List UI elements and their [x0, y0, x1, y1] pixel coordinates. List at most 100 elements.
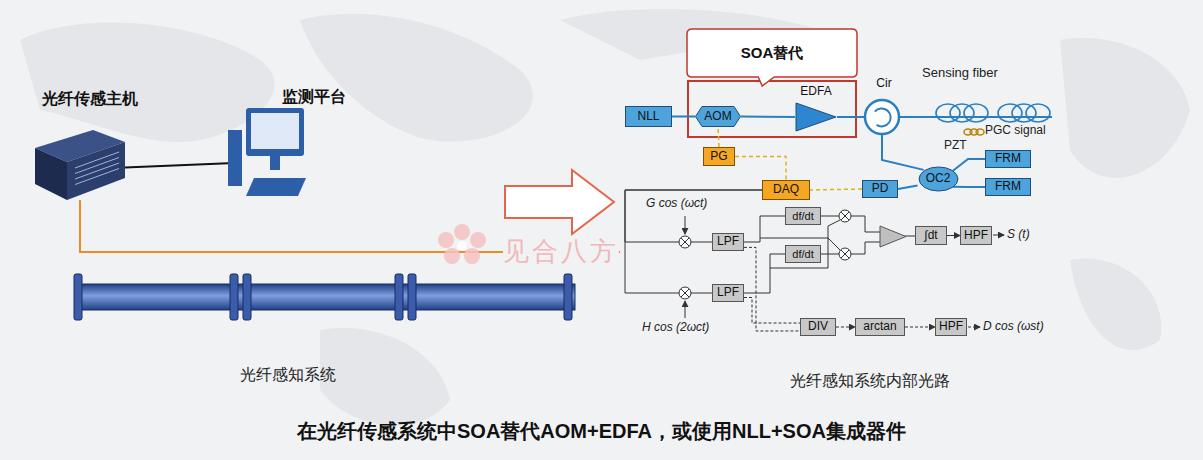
flange — [74, 274, 82, 320]
node-text: ∫dt — [924, 229, 937, 242]
node-text: PG — [710, 150, 727, 163]
logo-dot — [454, 224, 470, 240]
logo-dot — [464, 248, 480, 264]
node-text: DIV — [808, 320, 828, 333]
filter-box: HPF — [935, 318, 967, 336]
signal-label: S (t) — [1007, 228, 1030, 242]
node-text: HPF — [964, 229, 988, 242]
coil — [936, 104, 960, 122]
map-land — [320, 328, 450, 425]
coil — [998, 104, 1022, 122]
node-text: FRM — [995, 152, 1021, 165]
connector — [810, 189, 862, 190]
node-text: FRM — [995, 180, 1021, 193]
wire — [685, 216, 686, 234]
connector — [882, 135, 924, 170]
host-server: 光纤传感主机 — [35, 128, 125, 200]
node-text: df/dt — [792, 210, 813, 222]
sensing-coils — [936, 104, 1050, 122]
mixer-symbol — [839, 248, 851, 260]
filter-box: LPF — [712, 284, 744, 302]
pc-tower — [228, 130, 242, 186]
photodetector: PD — [862, 180, 898, 198]
derivative-box: df/dt — [785, 207, 821, 225]
node-text: AOM — [704, 110, 731, 123]
wire — [851, 242, 880, 254]
monitor — [246, 108, 304, 156]
triangle — [796, 103, 836, 131]
coil — [1026, 104, 1050, 122]
hollow-arrow — [505, 170, 614, 234]
wire — [851, 216, 880, 232]
map-land — [20, 23, 275, 142]
fiber — [900, 116, 1052, 118]
hexagon — [696, 107, 741, 127]
connector — [744, 298, 800, 324]
filter-box: LPF — [712, 233, 744, 251]
monitor-pc-shape — [228, 108, 308, 200]
highlight-rect — [688, 81, 856, 137]
mirror-box: FRM — [985, 150, 1031, 168]
logo-dot — [438, 232, 454, 248]
circulator: Cir — [864, 99, 900, 135]
map-land — [1070, 258, 1161, 350]
logo-dot — [457, 241, 467, 251]
amplifier-triangle: EDFA — [795, 102, 837, 132]
coil — [950, 104, 974, 122]
mixer-symbol — [839, 210, 851, 222]
integrator-box: ∫dt — [915, 226, 947, 245]
flange — [408, 274, 416, 320]
node-text: NLL — [637, 110, 659, 123]
connector — [905, 327, 935, 328]
connector — [836, 327, 855, 328]
pzt-coil — [964, 129, 984, 135]
divider-box: DIV — [800, 318, 836, 336]
callout-box: SOA替代 — [686, 28, 858, 78]
signal-label: G cos (ωct) — [646, 197, 707, 211]
pipe-flanges — [74, 274, 572, 320]
node-text: PD — [872, 182, 889, 195]
flange — [230, 274, 238, 320]
circulator-shape — [864, 99, 900, 135]
section-label: 光纤感知系统内部光路 — [790, 372, 950, 390]
laser-box: NLL — [625, 106, 672, 127]
keyboard — [246, 178, 306, 196]
node-text: OC2 — [926, 172, 951, 185]
coil — [964, 104, 988, 122]
caption: 在光纤传感系统中SOA替代AOM+EDFA，或使用NLL+SOA集成器件 — [0, 420, 1203, 443]
host-server-shape — [35, 128, 125, 200]
wire — [993, 235, 1004, 236]
amplifier-triangle-shape — [795, 102, 837, 132]
node-text: arctan — [863, 320, 896, 333]
node-heading: 监测平台 — [282, 88, 346, 106]
mixer-symbol — [679, 236, 691, 248]
node-text: HPF — [939, 320, 963, 333]
part-label: Sensing fiber — [922, 66, 998, 81]
monitor-stand — [270, 156, 280, 170]
coil — [976, 129, 984, 135]
connector — [735, 157, 786, 181]
arctan-box: arctan — [855, 318, 905, 336]
connector — [947, 235, 960, 236]
node-text: LPF — [717, 286, 739, 299]
connector — [744, 254, 785, 293]
connector — [625, 190, 762, 293]
signal-label: D cos (ωst) — [983, 320, 1044, 334]
node-text: DAQ — [773, 183, 799, 196]
derivative-box: df/dt — [785, 245, 821, 263]
map-land — [1060, 38, 1190, 178]
pipe-body — [75, 284, 575, 310]
server-front — [35, 148, 67, 200]
wire — [821, 254, 839, 255]
flange — [243, 274, 251, 320]
logo-dot — [444, 248, 460, 264]
mixers — [679, 210, 851, 299]
wire — [968, 327, 980, 328]
wire — [821, 216, 839, 217]
connector — [744, 216, 785, 242]
watermark: 见合八方 — [503, 237, 619, 267]
signal-label: H cos (2ωct) — [642, 321, 709, 335]
modulator-hex: AOM — [695, 106, 741, 127]
connector — [718, 127, 719, 147]
